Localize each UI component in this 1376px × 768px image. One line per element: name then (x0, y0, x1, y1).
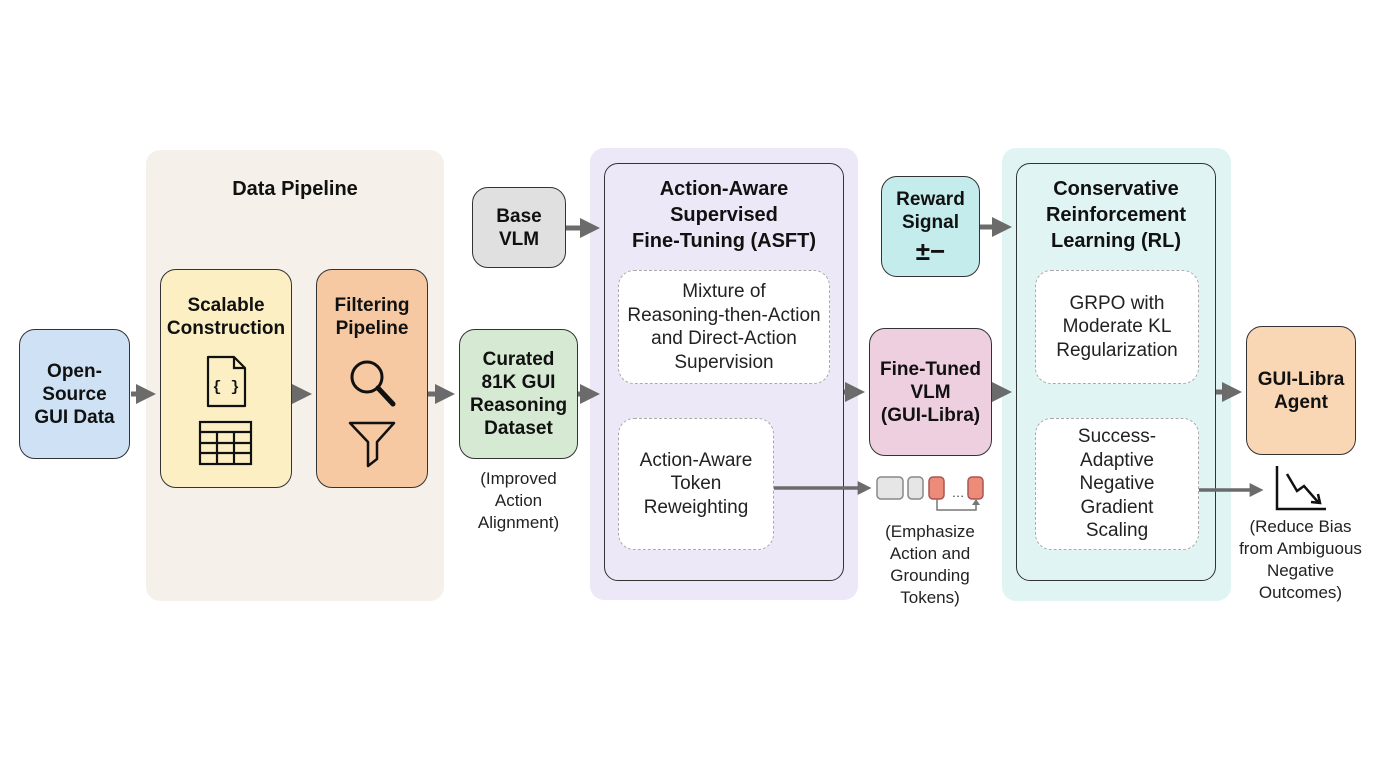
declining-chart-icon (1275, 466, 1326, 511)
rl-inner-frame (1016, 163, 1216, 581)
token-emphasis-note: (Emphasize Action and Grounding Tokens) (885, 522, 975, 607)
reward-signal-label: Reward Signal (896, 188, 965, 233)
scalable-construction-label: Scalable Construction (166, 295, 286, 339)
filtering-pipeline-node: Filtering Pipeline (316, 269, 428, 488)
plus-minus-icon: ±− (915, 235, 946, 266)
base-vlm-node: Base VLM (472, 187, 566, 268)
rl-grpo-kl: GRPO with Moderate KL Regularization (1035, 270, 1199, 384)
asft-token-reweighting: Action-Aware Token Reweighting (618, 418, 774, 550)
rl-negative-gradient-scaling: Success- Adaptive Negative Gradient Scal… (1035, 418, 1199, 550)
scalable-construction-node: Scalable Construction (160, 269, 292, 488)
fine-tuned-vlm-node: Fine-Tuned VLM (GUI-Libra) (869, 328, 992, 456)
asft-title: Action-Aware Supervised Fine-Tuning (ASF… (631, 178, 817, 252)
table-icon (198, 420, 253, 466)
funnel-icon (348, 421, 396, 468)
asft-mixture-supervision: Mixture of Reasoning-then-Action and Dir… (618, 270, 830, 384)
reward-signal-node: Reward Signal ±− (881, 176, 980, 277)
token-ellipsis: … (952, 485, 965, 500)
svg-text:{ }: { } (212, 379, 239, 396)
code-file-icon: { } (206, 355, 247, 408)
magnifier-icon (350, 360, 396, 407)
curated-dataset-node: Curated 81K GUI Reasoning Dataset (459, 329, 578, 459)
curated-dataset-note: (Improved Action Alignment) (477, 469, 560, 532)
token-sequence-icon: … (876, 476, 984, 511)
open-source-gui-data-node: Open- Source GUI Data (19, 329, 130, 459)
gui-libra-agent-node: GUI-Libra Agent (1246, 326, 1356, 455)
bias-reduction-note: (Reduce Bias from Ambiguous Negative Out… (1239, 517, 1362, 602)
filtering-pipeline-label: Filtering Pipeline (334, 295, 410, 339)
asft-inner-frame (604, 163, 844, 581)
rl-title: Conservative Reinforcement Learning (RL) (1045, 178, 1187, 252)
data-pipeline-title: Data Pipeline (232, 178, 358, 200)
